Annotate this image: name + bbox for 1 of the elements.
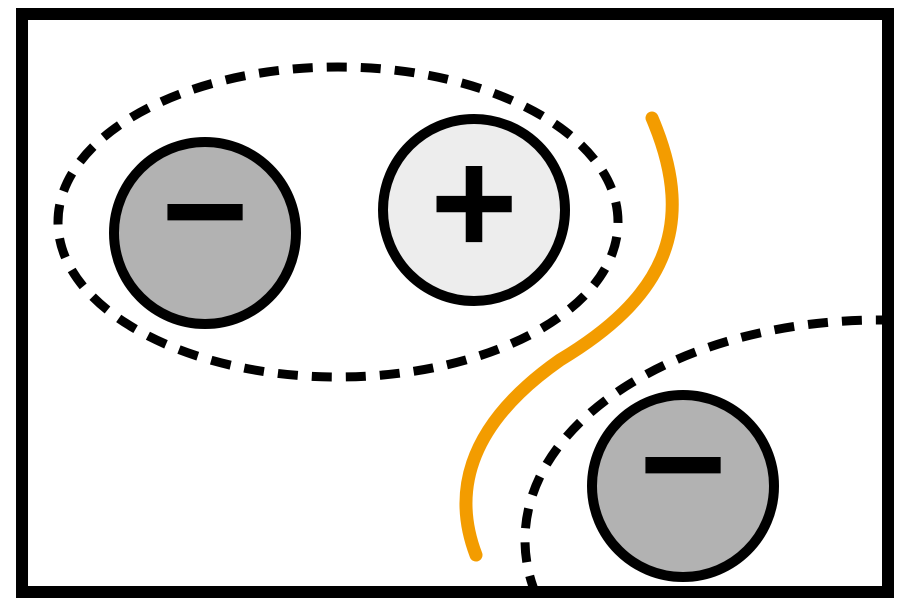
dashed-ellipse [54,62,622,382]
